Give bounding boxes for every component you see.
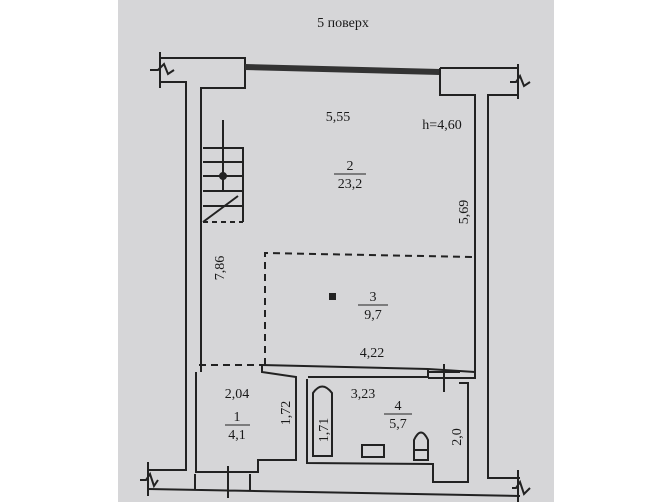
dimension-room1-width: 2,04	[225, 387, 250, 402]
window-top	[244, 64, 441, 75]
toilet-icon	[413, 431, 429, 461]
dimension-room4-height: 2,0	[450, 428, 465, 446]
room4-number: 4	[395, 399, 402, 414]
floor-title: 5 поверх	[317, 16, 369, 31]
break-mark-top-right	[510, 64, 531, 99]
partition-wall-2	[261, 364, 476, 378]
room2-number: 2	[347, 159, 354, 174]
break-mark-bottom-left	[140, 462, 159, 496]
dimension-bath-length: 1,71	[317, 418, 332, 443]
dimension-left-height: 7,86	[213, 256, 228, 281]
partition-wall	[195, 365, 297, 473]
room3-number: 3	[370, 290, 377, 305]
room4-area: 5,7	[389, 417, 407, 432]
dimension-room4-width: 3,23	[351, 387, 376, 402]
room1-area: 4,1	[228, 428, 246, 443]
door-mark-bathroom	[428, 364, 460, 392]
break-mark-bottom-right	[512, 470, 531, 502]
room1-number: 1	[234, 410, 241, 425]
staircase	[202, 120, 244, 223]
wall-top-right	[440, 67, 520, 479]
bathtub-icon	[312, 385, 333, 457]
wall-bottom	[147, 466, 521, 498]
dimension-room1-height: 1,72	[279, 401, 294, 426]
sink-icon	[361, 444, 385, 458]
dimension-room3-width: 4,22	[360, 346, 385, 361]
wall-right-inner	[439, 68, 476, 379]
wall-top-left	[160, 57, 246, 372]
paper-background	[118, 0, 554, 502]
wall-left-outer	[148, 81, 187, 471]
room3-area: 9,7	[364, 308, 382, 323]
socket-marker	[329, 293, 336, 300]
ceiling-height: h=4,60	[422, 118, 461, 133]
room3-dashed-outline	[264, 251, 474, 365]
room2-area: 23,2	[338, 177, 363, 192]
dimension-right-height: 5,69	[457, 200, 472, 225]
break-mark-top-left	[150, 52, 175, 88]
dimension-top-width: 5,55	[326, 110, 351, 125]
room4-walls	[306, 379, 469, 483]
